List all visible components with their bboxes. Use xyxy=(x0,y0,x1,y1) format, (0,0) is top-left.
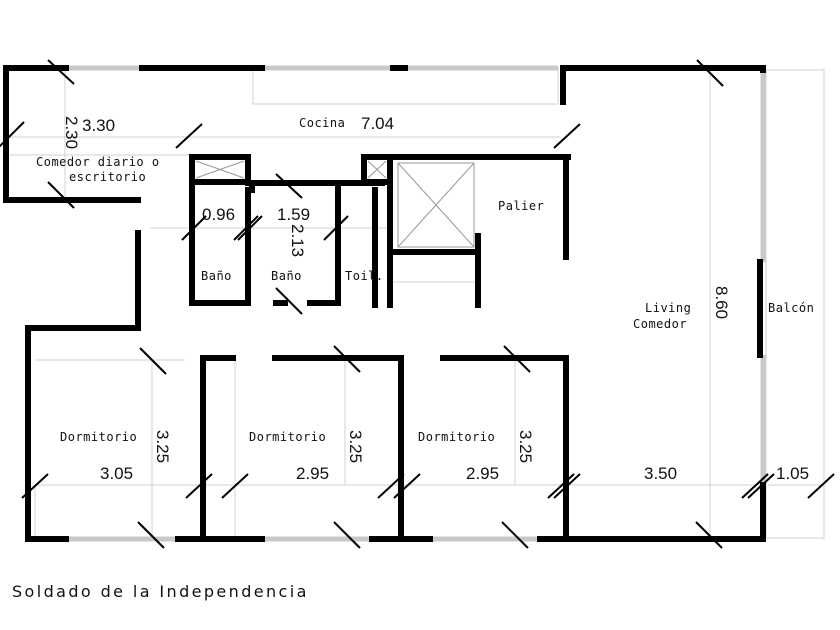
dim-dormitorio-2-width: 2.95 xyxy=(296,464,329,483)
label-palier: Palier xyxy=(498,199,544,213)
label-dormitorio-2: Dormitorio xyxy=(249,430,326,444)
dim-dormitorio-3-depth: 3.25 xyxy=(516,430,535,463)
dim-dormitorio-1-width: 3.05 xyxy=(100,464,133,483)
dim-dormitorio-2-depth: 3.25 xyxy=(346,430,365,463)
dim-dormitorio-3-width: 2.95 xyxy=(466,464,499,483)
plan-caption: Soldado de la Independencia xyxy=(12,582,309,601)
dimension-ticks xyxy=(0,59,835,549)
label-dormitorio-3: Dormitorio xyxy=(418,430,495,444)
dim-comedor-depth: 2.30 xyxy=(62,116,81,149)
dim-balcon-width: 1.05 xyxy=(776,464,809,483)
elevator-shaft xyxy=(195,160,475,248)
dim-living-depth: 8.60 xyxy=(712,286,731,319)
windows xyxy=(66,65,766,542)
label-cocina: Cocina xyxy=(299,116,345,130)
label-comedor-diario-line1: Comedor diario o xyxy=(36,155,160,169)
dim-bano-2-width: 1.59 xyxy=(277,205,310,224)
construction-lines xyxy=(10,67,825,539)
label-bano-2: Baño xyxy=(271,269,302,283)
dim-cocina-width: 7.04 xyxy=(361,114,394,133)
label-living-line1: Living xyxy=(645,301,691,315)
label-toilette: Toil. xyxy=(345,269,384,283)
label-bano-1: Baño xyxy=(201,269,232,283)
dim-bano-depth: 2.13 xyxy=(288,224,307,257)
dim-bano-1-width: 0.96 xyxy=(202,205,235,224)
label-living-line2: Comedor xyxy=(633,317,687,331)
label-comedor-diario-line2: escritorio xyxy=(69,170,146,184)
label-balcon: Balcón xyxy=(768,301,814,315)
room-labels: Cocina Comedor diario o escritorio Palie… xyxy=(36,116,814,444)
dim-dormitorio-1-depth: 3.25 xyxy=(153,430,172,463)
dim-comedor-width: 3.30 xyxy=(82,116,115,135)
dim-living-width: 3.50 xyxy=(644,464,677,483)
label-dormitorio-1: Dormitorio xyxy=(60,430,137,444)
dimension-labels: 3.30 2.30 7.04 0.96 1.59 2.13 8.60 3.25 … xyxy=(62,114,809,483)
